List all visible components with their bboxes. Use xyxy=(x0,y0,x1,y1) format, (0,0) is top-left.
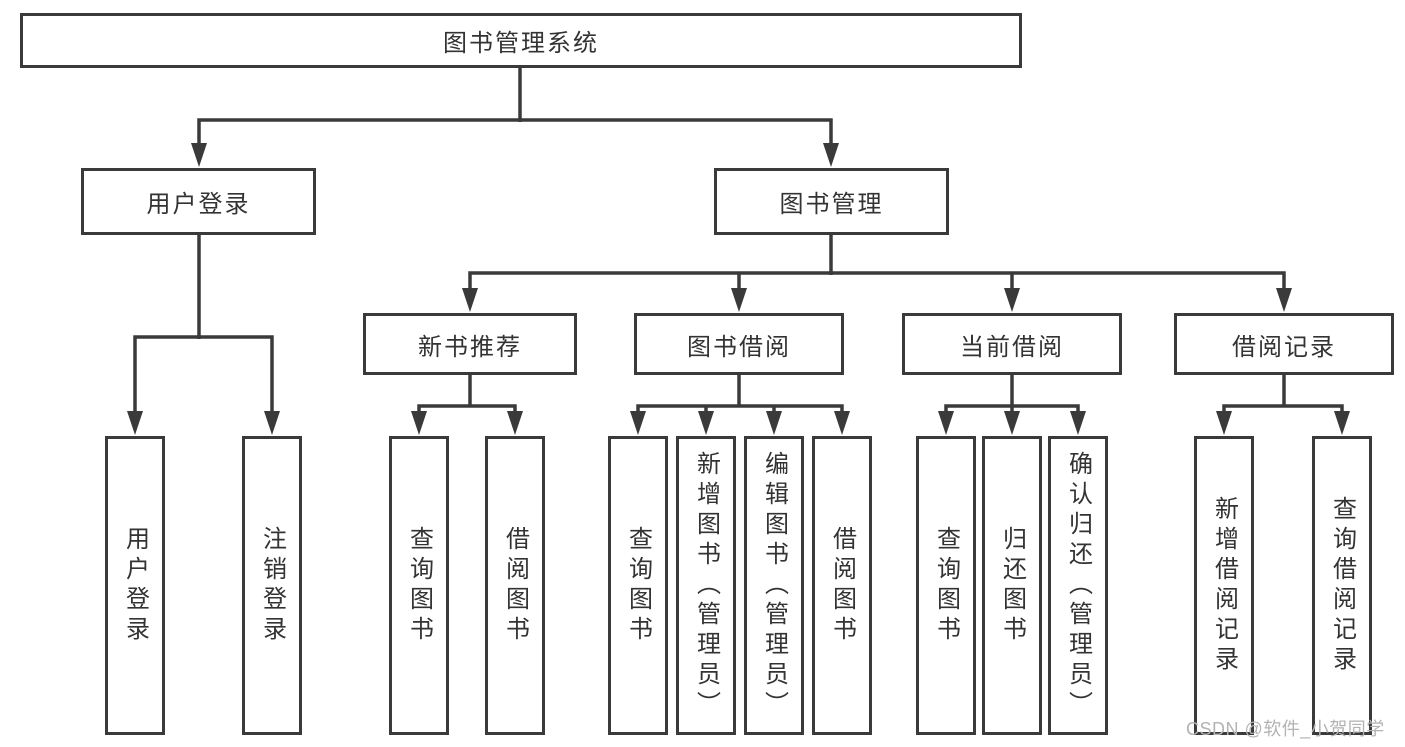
node-book-borrowing: 图书借阅 xyxy=(634,313,844,375)
leaf-return-books: 归还图书 xyxy=(982,436,1042,735)
leaf-query-books-borrowing: 查询图书 xyxy=(608,436,668,735)
leaf-query-borrow-record: 查询借阅记录 xyxy=(1312,436,1372,735)
leaf-query-books-current: 查询图书 xyxy=(916,436,976,735)
leaf-borrow-books-recommend: 借阅图书 xyxy=(485,436,545,735)
node-borrowing-records: 借阅记录 xyxy=(1174,313,1394,375)
node-current-borrowing: 当前借阅 xyxy=(902,313,1122,375)
leaf-add-borrow-record: 新增借阅记录 xyxy=(1194,436,1254,735)
node-new-book-recommendation: 新书推荐 xyxy=(363,313,577,375)
csdn-watermark: CSDN @软件_小贺同学 xyxy=(1186,719,1385,739)
arrowhead-icons xyxy=(127,143,1350,435)
leaf-edit-book-admin: 编辑图书（管理员） xyxy=(744,436,804,735)
node-system-root: 图书管理系统 xyxy=(20,13,1022,68)
leaf-user-login: 用户登录 xyxy=(105,436,165,735)
node-user-login: 用户登录 xyxy=(81,168,316,235)
leaf-logout: 注销登录 xyxy=(242,436,302,735)
leaf-add-book-admin: 新增图书（管理员） xyxy=(676,436,736,735)
leaf-borrow-books-borrowing: 借阅图书 xyxy=(812,436,872,735)
leaf-confirm-return-admin: 确认归还（管理员） xyxy=(1048,436,1108,735)
leaf-query-books-recommend: 查询图书 xyxy=(389,436,449,735)
node-book-management: 图书管理 xyxy=(714,168,949,235)
